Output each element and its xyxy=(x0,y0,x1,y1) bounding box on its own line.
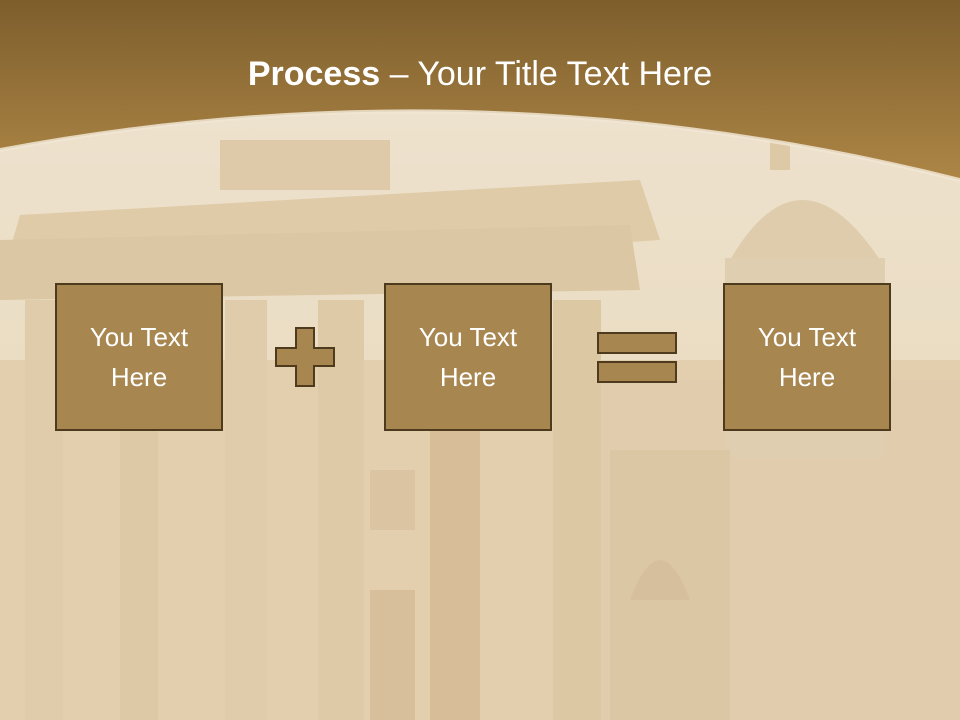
slide-title: Process – Your Title Text Here xyxy=(0,52,960,96)
process-step-2[interactable]: You Text Here xyxy=(384,283,552,431)
header-band xyxy=(0,0,960,182)
process-step-2-text: You Text Here xyxy=(418,322,518,392)
plus-icon xyxy=(275,327,335,387)
process-result-text: You Text Here xyxy=(757,322,857,392)
process-result[interactable]: You Text Here xyxy=(723,283,891,431)
process-step-1[interactable]: You Text Here xyxy=(55,283,223,431)
title-rest: – Your Title Text Here xyxy=(380,55,713,93)
title-bold: Process xyxy=(247,55,381,93)
process-step-1-text: You Text Here xyxy=(89,322,189,392)
equals-icon xyxy=(597,332,677,383)
